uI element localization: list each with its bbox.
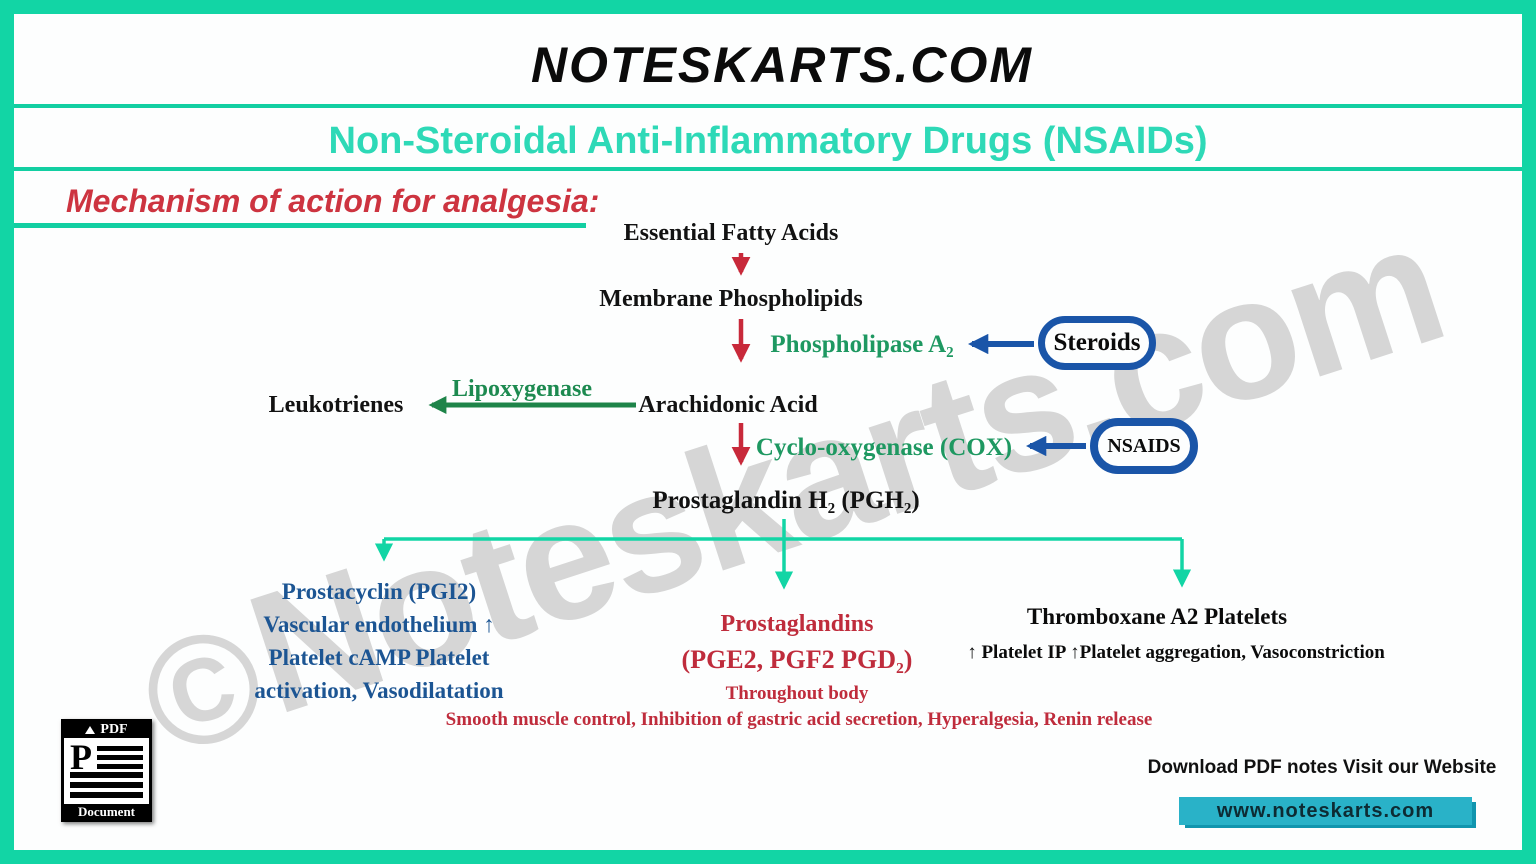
nsaids-label: NSAIDS bbox=[1107, 434, 1181, 457]
effects-note: Smooth muscle control, Inhibition of gas… bbox=[445, 709, 1153, 730]
label-lipoxygenase: Lipoxygenase bbox=[451, 376, 593, 402]
branch-left-line: activation, Vasodilatation bbox=[254, 678, 504, 703]
label-cyclooxygenase: Cyclo-oxygenase (COX) bbox=[755, 434, 1013, 461]
pdf-icon-text-lines-small bbox=[97, 746, 143, 769]
branch-left-line: Prostacyclin (PGI2) bbox=[281, 579, 477, 604]
branch-prostaglandins-note: Throughout body bbox=[725, 683, 869, 704]
pdf-icon-letter: P bbox=[70, 737, 92, 777]
branch-prostacyclin: Prostacyclin (PGI2) Vascular endothelium… bbox=[254, 575, 503, 707]
steroids-label: Steroids bbox=[1053, 329, 1141, 356]
branch-prostaglandins-title: Prostaglandins bbox=[720, 611, 874, 637]
site-title: NOTESKARTS.COM bbox=[530, 37, 1034, 93]
branch-left-line: Vascular endothelium ↑ bbox=[263, 612, 495, 637]
branch-thromboxane-note: ↑ Platelet IP ↑Platelet aggregation, Vas… bbox=[967, 642, 1385, 663]
node-membrane-phospholipids: Membrane Phospholipids bbox=[599, 286, 863, 312]
branch-left-line: Platelet cAMP Platelet bbox=[268, 645, 490, 670]
divider-subtitle bbox=[14, 167, 1522, 171]
branch-prostaglandins-subtitle: (PGE2, PGF2 PGD₂) bbox=[681, 645, 913, 674]
node-leukotrienes: Leukotrienes bbox=[268, 392, 404, 418]
node-prostaglandin-h2: Prostaglandin H₂ (PGH₂) bbox=[652, 487, 920, 514]
website-link[interactable]: www.noteskarts.com bbox=[1179, 797, 1472, 825]
branch-thromboxane-title: Thromboxane A2 Platelets bbox=[1026, 604, 1288, 629]
pdf-icon-top-label: PDF bbox=[100, 722, 128, 737]
website-url[interactable]: www.noteskarts.com bbox=[1216, 799, 1435, 822]
pdf-document-icon: PDF P Document bbox=[61, 719, 152, 822]
divider-top bbox=[14, 104, 1522, 108]
nsaids-box: NSAIDS bbox=[1090, 418, 1198, 474]
content-layer: NOTESKARTS.COM Non-Steroidal Anti-Inflam… bbox=[14, 14, 1522, 850]
page-title: Non-Steroidal Anti-Inflammatory Drugs (N… bbox=[328, 120, 1208, 162]
steroids-box: Steroids bbox=[1038, 316, 1156, 370]
label-phospholipase-a2: Phospholipase A₂ bbox=[770, 331, 954, 358]
node-arachidonic-acid: Arachidonic Acid bbox=[638, 392, 818, 418]
pdf-icon-bottom-label: Document bbox=[64, 804, 149, 820]
section-heading: Mechanism of action for analgesia: bbox=[66, 183, 600, 219]
pdf-icon-header: PDF bbox=[64, 722, 149, 738]
pdf-icon-body: P bbox=[64, 738, 149, 804]
adobe-pdf-glyph bbox=[85, 726, 96, 734]
section-heading-underline bbox=[14, 223, 586, 228]
node-essential-fatty-acids: Essential Fatty Acids bbox=[623, 220, 839, 246]
download-cta-text: Download PDF notes Visit our Website bbox=[1147, 757, 1497, 778]
pdf-icon-text-lines bbox=[70, 772, 143, 798]
